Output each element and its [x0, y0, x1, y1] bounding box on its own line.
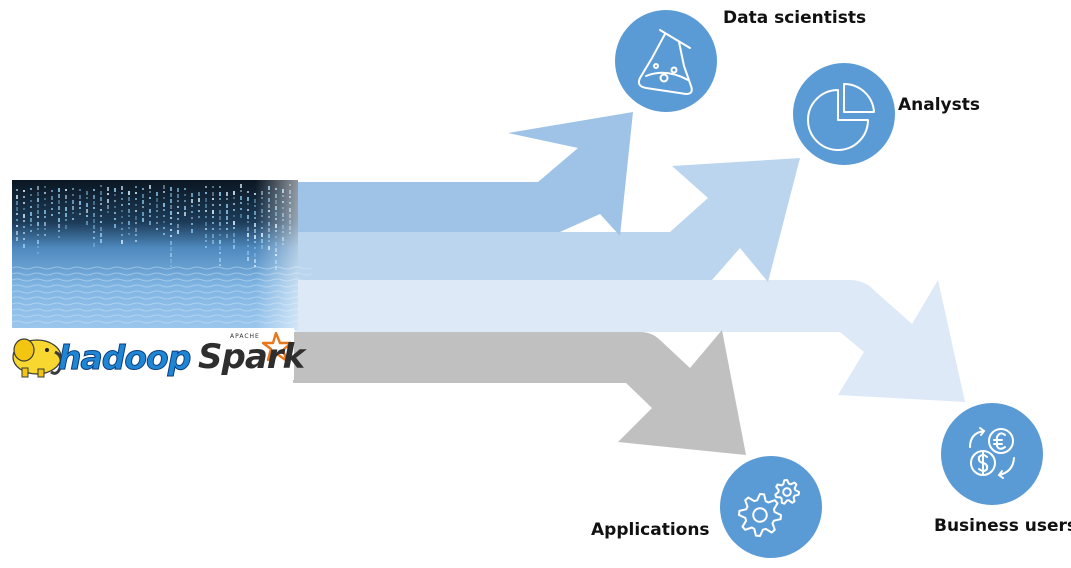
arrow-applications	[293, 330, 746, 455]
gear-shape	[774, 479, 800, 505]
hadoop-logo-text: hadoop	[57, 338, 191, 378]
analysts-node	[793, 63, 895, 165]
arrow-analysts	[295, 158, 800, 282]
arrow-data-scientists	[295, 112, 633, 236]
business-users-node	[941, 403, 1043, 505]
arrow-business-users	[295, 280, 965, 402]
gears-icon	[738, 479, 800, 537]
currency-exchange-icon	[969, 427, 1015, 479]
hadoop-elephant-icon	[12, 338, 63, 378]
logos-bar	[4, 328, 294, 380]
pie-chart-icon	[807, 82, 875, 151]
data-scientists-label: Data scientists	[723, 8, 867, 28]
gear-hub	[782, 487, 792, 497]
spark-logo-text: Spark	[198, 337, 305, 377]
gear-shape	[738, 493, 782, 537]
applications-label: Applications	[591, 520, 710, 540]
spark-star-icon	[261, 331, 293, 363]
business-users-label: Business users	[934, 516, 1071, 536]
gear-hub	[752, 507, 768, 523]
analysts-label: Analysts	[898, 95, 981, 115]
data-lake-image	[11, 180, 313, 330]
apache-logo-text: APACHE	[230, 333, 260, 340]
applications-node	[720, 456, 822, 558]
data-scientists-node	[615, 10, 717, 112]
flask-icon	[637, 29, 693, 95]
